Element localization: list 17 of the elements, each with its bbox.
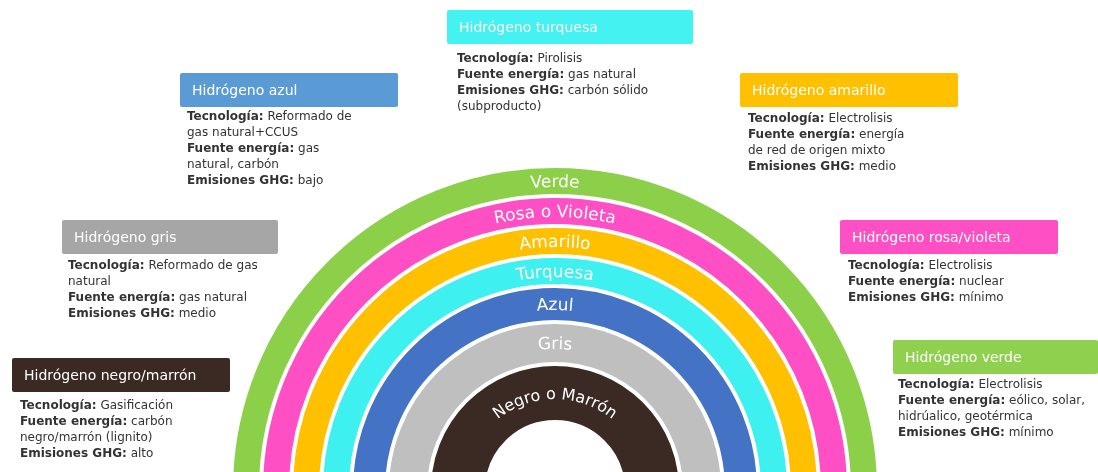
spec-text: Emisiones GHG: medio <box>68 305 218 321</box>
spec-text: Tecnología: Electrolisis <box>748 110 894 126</box>
spec-text: Emisiones GHG: alto <box>20 445 155 461</box>
spec-text: Fuente energía: gas natural <box>457 66 637 82</box>
spec-text: Fuente energía: carbón negro/marrón (lignito) <box>20 413 174 445</box>
header-box: Hidrógeno azul <box>180 73 398 107</box>
header-box: Hidrógeno verde <box>893 340 1098 374</box>
header-box: Hidrógeno turquesa <box>447 10 693 44</box>
header-box: Hidrógeno amarillo <box>740 73 958 107</box>
spec-text: Emisiones GHG: carbón sólido (subproducto) <box>457 82 650 114</box>
spec-text: Emisiones GHG: mínimo <box>898 424 1055 440</box>
spec-text: Tecnología: Pirolisis <box>457 50 584 66</box>
spec-text: Tecnología: Gasificación <box>20 397 175 413</box>
spec-text: Tecnología: Electrolisis <box>898 376 1044 392</box>
header-box: Hidrógeno negro/marrón <box>12 358 230 392</box>
header-box: Hidrógeno rosa/violeta <box>840 220 1058 254</box>
header-box: Hidrógeno gris <box>62 220 278 254</box>
